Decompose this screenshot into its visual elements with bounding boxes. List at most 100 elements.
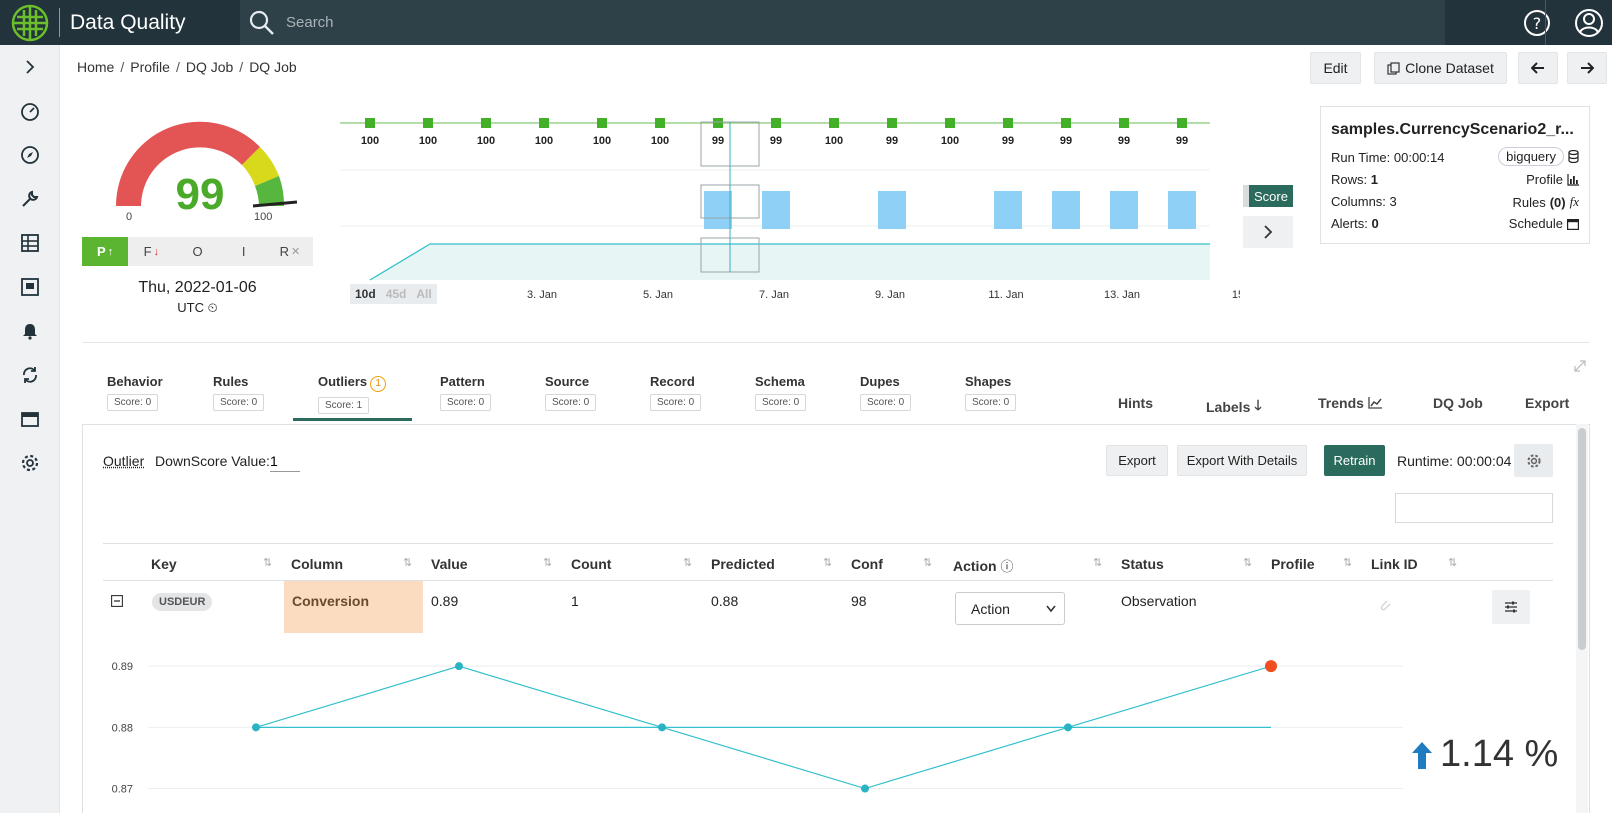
score-marker: [365, 118, 375, 128]
sort-icon[interactable]: ⇅: [683, 557, 693, 569]
expand-sidebar-icon[interactable]: [18, 55, 42, 79]
info-icon[interactable]: ⓘ: [1000, 559, 1014, 574]
info-filter[interactable]: I: [241, 244, 246, 259]
sort-icon[interactable]: ⇅: [403, 557, 413, 569]
panel-scrollbar[interactable]: [1576, 424, 1588, 813]
export-with-details-button[interactable]: Export With Details: [1177, 445, 1307, 476]
header-conf[interactable]: Conf: [851, 556, 883, 572]
catalog-grid-icon[interactable]: [18, 231, 42, 255]
tools-wrench-icon[interactable]: [18, 187, 42, 211]
top-bar: Data Quality ?: [0, 0, 1612, 45]
score-marker: [945, 118, 955, 128]
downscore-input[interactable]: [270, 450, 300, 472]
tab-dq-job[interactable]: DQ Job: [1433, 395, 1483, 411]
range-10d[interactable]: 10d: [355, 287, 376, 301]
breadcrumb-home[interactable]: Home: [77, 59, 115, 75]
date-tick: 11. Jan: [988, 289, 1023, 301]
next-arrow-button[interactable]: [1567, 52, 1607, 84]
header-column[interactable]: Column: [291, 556, 344, 572]
range-all[interactable]: All: [416, 287, 432, 301]
outlier-label[interactable]: Outlier: [103, 453, 145, 469]
schedule-link[interactable]: Schedule: [1509, 216, 1579, 231]
search-input[interactable]: [286, 8, 886, 37]
breadcrumb-dq-job[interactable]: DQ Job: [185, 59, 234, 75]
help-icon[interactable]: ?: [1520, 6, 1553, 39]
failing-filter[interactable]: F↓: [143, 244, 160, 259]
header-key[interactable]: Key: [151, 556, 177, 572]
sort-icon[interactable]: ⇅: [1448, 557, 1458, 569]
panel-settings-button[interactable]: [1514, 444, 1553, 477]
header-count[interactable]: Count: [571, 556, 612, 572]
tab-hints[interactable]: Hints: [1118, 395, 1153, 411]
score-value: 99: [1002, 135, 1014, 147]
copy-icon: [1387, 61, 1400, 75]
header-link-id[interactable]: Link ID: [1371, 556, 1418, 572]
sort-icon[interactable]: ⇅: [823, 557, 833, 569]
export-button[interactable]: Export: [1106, 445, 1168, 476]
data-point: [658, 723, 666, 732]
header-profile[interactable]: Profile: [1271, 556, 1315, 572]
link-icon[interactable]: [1379, 598, 1391, 615]
clone-dataset-button[interactable]: Clone Dataset: [1374, 52, 1507, 84]
edit-button[interactable]: Edit: [1310, 52, 1361, 84]
app-logo[interactable]: [0, 0, 60, 45]
sync-refresh-icon[interactable]: [18, 363, 42, 387]
actual-value-line: [255, 665, 1272, 790]
predicted-cell: 0.88: [711, 593, 739, 609]
sort-icon[interactable]: ⇅: [1343, 557, 1353, 569]
rules-filter[interactable]: R✕: [279, 244, 301, 259]
search-icon: [249, 10, 274, 35]
app-title: Data Quality: [59, 8, 186, 37]
dashboard-gauge-icon[interactable]: [18, 99, 42, 123]
reports-icon[interactable]: [18, 275, 42, 299]
explore-compass-icon[interactable]: [18, 143, 42, 167]
outlier-filter[interactable]: O: [192, 244, 203, 259]
scrollbar-thumb[interactable]: [1578, 428, 1586, 650]
sort-icon[interactable]: ⇅: [543, 557, 553, 569]
header-predicted[interactable]: Predicted: [711, 556, 775, 572]
passing-filter[interactable]: P↑: [82, 237, 129, 266]
outliers-panel: [82, 424, 1590, 813]
collapse-row-icon[interactable]: [111, 594, 123, 610]
action-select[interactable]: Action: [955, 592, 1065, 625]
score-toggle-button[interactable]: Score: [1243, 185, 1293, 207]
row-options-button[interactable]: [1492, 590, 1530, 624]
timeline-next-button[interactable]: [1243, 216, 1293, 248]
sort-icon[interactable]: ⇅: [1093, 557, 1103, 569]
tab-export[interactable]: Export: [1525, 395, 1570, 411]
tab-trends[interactable]: Trends: [1318, 395, 1382, 411]
settings-gear-icon[interactable]: [18, 451, 42, 475]
dataset-name[interactable]: samples.CurrencyScenario2_r...: [1331, 121, 1574, 138]
sort-icon[interactable]: ⇅: [263, 557, 273, 569]
expand-icon[interactable]: [1574, 360, 1586, 372]
table-filter-input[interactable]: [1395, 493, 1553, 523]
source-badge[interactable]: bigquery: [1498, 147, 1579, 166]
retrain-button[interactable]: Retrain: [1324, 445, 1385, 476]
arrow-up-icon: [1412, 741, 1432, 769]
tab-labels[interactable]: Labels🡓: [1206, 395, 1262, 419]
sort-icon[interactable]: ⇅: [923, 557, 933, 569]
sort-icon[interactable]: ⇅: [1243, 557, 1253, 569]
range-45d[interactable]: 45d: [385, 287, 407, 301]
breadcrumb-profile[interactable]: Profile: [130, 59, 170, 75]
header-action[interactable]: Action ⓘ: [953, 558, 1014, 574]
previous-arrow-button[interactable]: [1518, 52, 1558, 84]
user-account-icon[interactable]: [1572, 6, 1605, 39]
rules-link[interactable]: Rules(0) fx: [1512, 194, 1579, 210]
alerts-bell-icon[interactable]: [18, 319, 42, 343]
timezone[interactable]: UTC ⏲: [177, 300, 218, 315]
profile-link[interactable]: Profile: [1526, 172, 1579, 187]
scheduler-calendar-icon[interactable]: [18, 407, 42, 431]
header-status[interactable]: Status: [1121, 556, 1164, 572]
header-value[interactable]: Value: [431, 556, 468, 572]
